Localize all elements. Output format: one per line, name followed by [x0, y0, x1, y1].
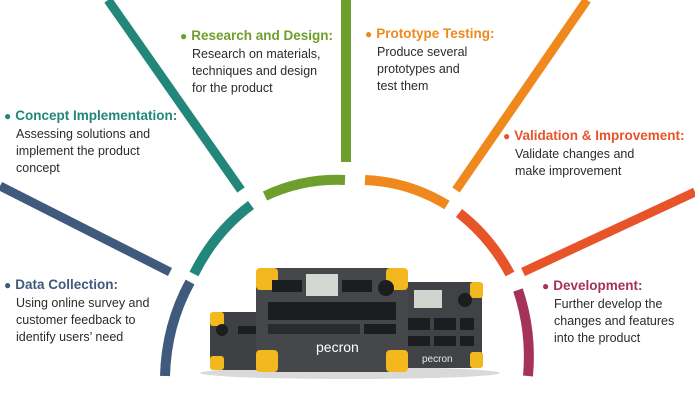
arc-concept-implementation: [189, 200, 255, 277]
arc-development: [513, 288, 534, 377]
ray-prototype-testing: [452, 0, 591, 193]
right-unit-brand: pecron: [422, 354, 453, 365]
ray-validation-improvement: [521, 187, 695, 277]
arc-research-design: [262, 174, 346, 201]
bullet-icon: ●: [4, 109, 12, 123]
step-title: ●Development:: [542, 278, 643, 293]
step-description: Research on materials, techniques and de…: [192, 47, 321, 95]
step-prototype-testing: ●Prototype Testing: Produce several prot…: [365, 26, 495, 95]
step-description: Assessing solutions and implement the pr…: [16, 127, 151, 175]
step-title: ●Concept Implementation:: [4, 108, 178, 123]
step-description: Validate changes and make improvement: [515, 147, 635, 178]
main-unit-brand: pecron: [316, 339, 359, 355]
arc-data-collection: [160, 279, 195, 377]
bullet-icon: ●: [503, 129, 511, 143]
step-concept-implementation: ●Concept Implementation: Assessing solut…: [4, 108, 177, 177]
bullet-icon: ●: [180, 29, 188, 43]
step-validation-improvement: ●Validation & Improvement: Validate chan…: [503, 128, 685, 180]
step-development: ●Development: Further develop the change…: [542, 278, 674, 347]
arc-prototype-testing: [364, 175, 450, 210]
step-title: ●Research and Design:: [180, 28, 334, 43]
step-title: ●Validation & Improvement:: [503, 128, 685, 143]
arc-validation-improvement: [455, 209, 515, 277]
bullet-icon: ●: [365, 27, 373, 41]
step-data-collection: ●Data Collection: Using online survey an…: [4, 277, 149, 346]
power-station-illustration: pecron pecron: [200, 268, 500, 379]
step-description: Produce several prototypes and test them: [377, 45, 468, 93]
bullet-icon: ●: [4, 278, 12, 292]
step-description: Using online survey and customer feedbac…: [16, 296, 150, 344]
bullet-icon: ●: [542, 279, 550, 293]
ray-data-collection: [0, 181, 173, 277]
step-title: ●Prototype Testing:: [365, 26, 495, 41]
step-description: Further develop the changes and features…: [554, 297, 675, 345]
ray-concept-implementation: [104, 0, 245, 193]
step-research-design: ●Research and Design: Research on materi…: [180, 28, 333, 97]
step-title: ●Data Collection:: [4, 277, 119, 292]
